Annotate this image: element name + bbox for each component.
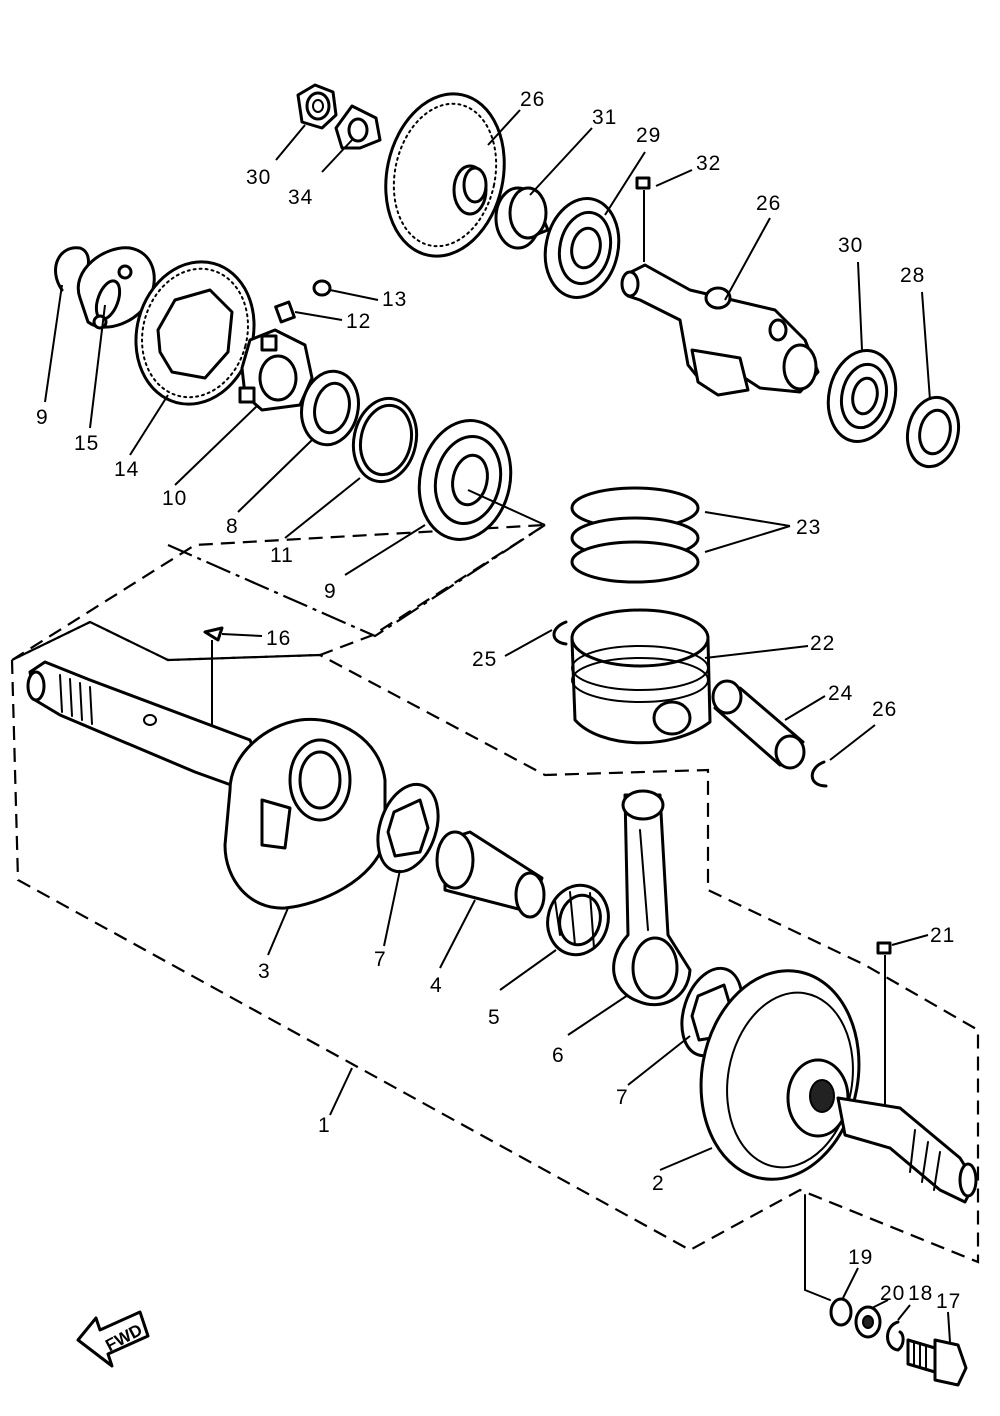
connecting-rod-part-6 [612, 789, 692, 1007]
lock-washer-part-19 [886, 1320, 905, 1352]
label-4: 4 [430, 974, 443, 997]
o-ring-part-20 [829, 1297, 853, 1327]
label-26-left: 25 [472, 648, 497, 671]
label-12: 11 [270, 544, 294, 567]
label-24: 23 [796, 516, 821, 539]
crankshaft-assembly-outline [11, 523, 550, 662]
leader-lines [44, 109, 951, 1343]
label-6: 6 [552, 1044, 565, 1067]
crank-web-part-2 [699, 969, 861, 1181]
label-23: 22 [810, 632, 835, 655]
label-11: 10 [162, 487, 187, 510]
circlip-part-26-left [552, 620, 568, 646]
label-22: 21 [930, 924, 955, 947]
fwd-arrow-icon: FWD [76, 1310, 150, 1368]
label-3: 3 [258, 960, 271, 983]
label-27: 26 [520, 88, 545, 111]
label-16: 15 [74, 432, 99, 455]
label-13: 12 [346, 310, 371, 333]
label-5: 5 [488, 1006, 501, 1029]
bearing-part-30-right [826, 348, 898, 444]
bolt-group-outline [804, 1194, 831, 1301]
label-15: 14 [114, 458, 139, 481]
label-29: 28 [900, 264, 925, 287]
oil-seal-part-29 [905, 395, 961, 469]
circlip-part-26-right [810, 760, 828, 788]
label-32: 32 [696, 152, 721, 175]
label-21: 20 [880, 1282, 905, 1305]
label-18: 17 [936, 1290, 961, 1313]
label-8: 8 [226, 515, 239, 538]
piston-pin-part-25 [711, 679, 806, 770]
label-7-left: 7 [374, 948, 387, 971]
hub-part-11 [238, 328, 314, 412]
pin-part-14 [312, 279, 332, 297]
label-10: 9 [324, 580, 337, 603]
label-1: 1 [318, 1114, 331, 1137]
piston-rings-part-24 [570, 486, 700, 584]
label-25: 24 [828, 682, 853, 705]
bearing-part-10 [417, 419, 513, 541]
washer-part-21 [854, 1305, 882, 1339]
bolt-part-18 [906, 1338, 968, 1387]
spring-part-13 [274, 300, 296, 324]
label-19: 18 [908, 1282, 933, 1305]
label-28: 26 [756, 192, 781, 215]
key-part-32 [635, 176, 651, 190]
gear-part-27 [384, 92, 506, 258]
label-14: 13 [382, 288, 407, 311]
gear-part-15 [134, 260, 256, 406]
label-30-right: 30 [838, 234, 863, 257]
woodruff-key-part-17 [203, 626, 224, 642]
plate-part-16 [76, 246, 156, 330]
label-31: 31 [592, 106, 617, 129]
label-7-right: 7 [616, 1086, 629, 1109]
crank-shaft-left [26, 660, 264, 792]
shaft-part-28 [620, 263, 820, 397]
part-labels: 30 34 26 31 29 32 26 30 28 13 12 9 15 14… [36, 88, 961, 1313]
needle-bearing-part-5 [546, 883, 610, 957]
label-17: 16 [266, 627, 291, 650]
label-9: 9 [36, 406, 49, 429]
label-2: 2 [652, 1172, 665, 1195]
nut-part-33 [296, 83, 338, 130]
label-33: 30 [246, 166, 271, 189]
label-26-right: 26 [872, 698, 897, 721]
piston-part-23 [570, 608, 712, 745]
washer-part-8 [300, 369, 360, 447]
key-part-22 [876, 941, 892, 955]
label-34: 34 [288, 186, 313, 209]
crank-pin-part-4 [435, 830, 546, 919]
crank-web-part-3 [223, 717, 387, 910]
label-30-upper: 29 [636, 124, 661, 147]
thrust-washer-part-7-left [376, 782, 440, 874]
lock-washer-part-34 [334, 104, 382, 150]
label-20: 19 [848, 1246, 873, 1269]
crank-shaft-right [836, 1096, 978, 1204]
collar-part-31 [494, 186, 550, 250]
bearing-part-30-upper [543, 197, 621, 299]
bearing-group-outline [167, 524, 546, 638]
shim-part-12 [351, 396, 419, 484]
